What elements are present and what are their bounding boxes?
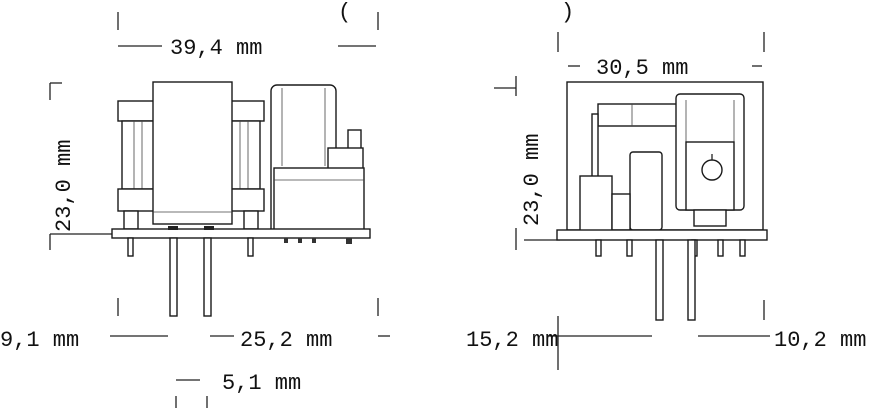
right-short-pin-a (595, 239, 602, 257)
left-height-label: 23,0 mm (52, 140, 77, 232)
left-bobbin-foot-b (243, 210, 259, 230)
left-width-label: 39,4 mm (170, 36, 262, 61)
left-short-pin-b (247, 237, 254, 257)
right-short-pin-b (626, 239, 633, 257)
left-pcb (111, 228, 371, 239)
right-component-c (611, 193, 631, 231)
right-width-label: 30,5 mm (596, 56, 688, 81)
left-pad-a (168, 226, 178, 230)
right-pin-left-label: 15,2 mm (466, 328, 558, 353)
right-component-a (579, 175, 613, 233)
right-component-b (629, 151, 663, 231)
left-long-pin-b (203, 237, 212, 317)
right-height-label: 23,0 mm (520, 134, 545, 226)
right-long-pin-a (655, 239, 664, 321)
left-box-component (273, 167, 365, 231)
right-transistor-base (693, 209, 727, 227)
header-right-paren: ) (561, 0, 574, 25)
right-short-pin-e (739, 239, 746, 257)
right-pcb (556, 229, 768, 241)
left-ferrite-core (152, 81, 233, 225)
left-pin-left-label: 9,1 mm (0, 328, 79, 353)
left-long-pin-a (169, 237, 178, 317)
left-short-pin-a (127, 237, 134, 257)
right-view: 30,5 mm 23,0 mm (466, 32, 866, 370)
left-pitch-label: 5,1 mm (222, 371, 301, 396)
left-view: 39,4 mm 23,0 mm (0, 12, 390, 408)
header-left-paren: ( (338, 0, 351, 25)
right-short-pin-d (717, 239, 724, 257)
left-small-component (347, 129, 362, 151)
right-pin-right-label: 10,2 mm (774, 328, 866, 353)
left-pin-right-label: 25,2 mm (240, 328, 332, 353)
right-transistor-hole (701, 159, 723, 181)
left-small-block (327, 147, 364, 171)
left-bobbin-foot-a (123, 210, 139, 230)
left-pad-b (204, 226, 214, 230)
right-long-pin-b (687, 239, 696, 321)
